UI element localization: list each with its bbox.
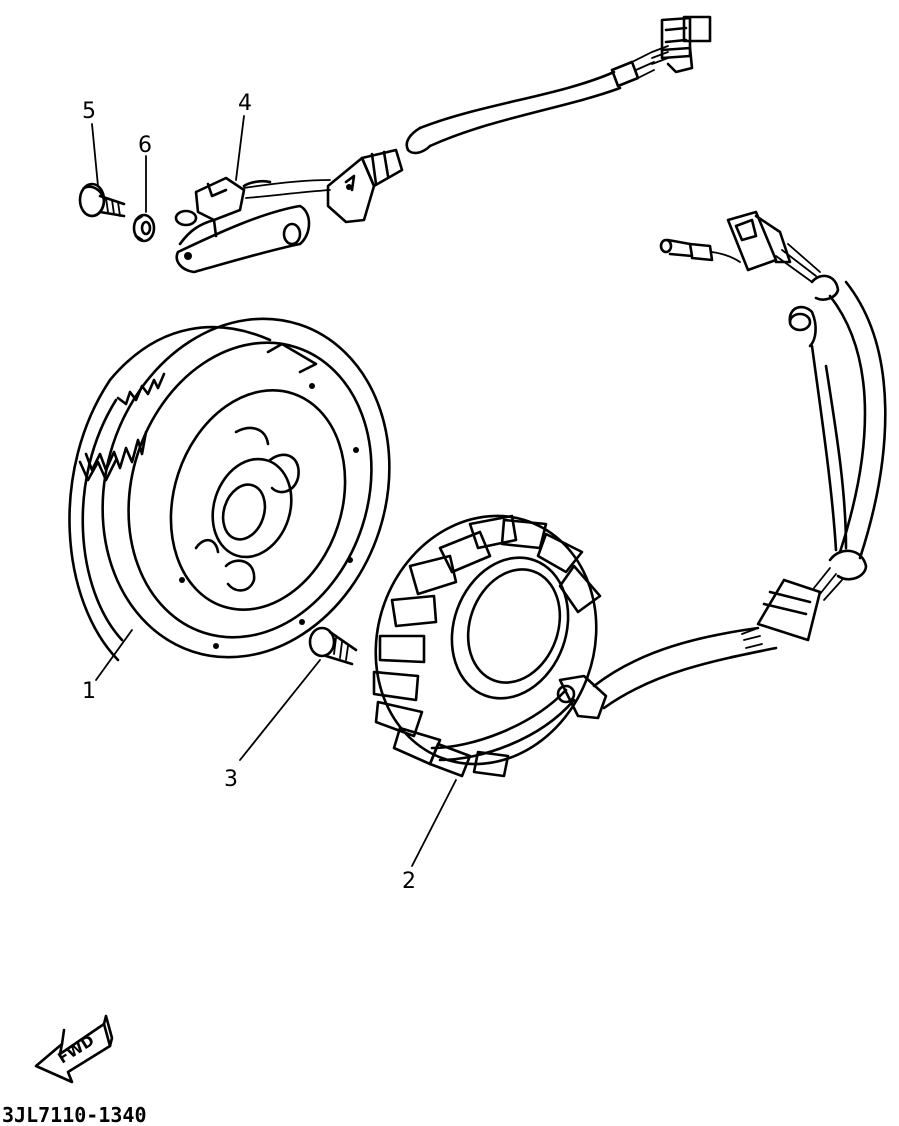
callout-leaders (91, 115, 457, 867)
callout-6: 6 (138, 133, 152, 158)
callout-2: 2 (402, 869, 416, 894)
screw-5 (78, 182, 126, 218)
flywheel-rotor (68, 317, 391, 662)
callout-1: 1 (82, 679, 96, 704)
washer-6 (132, 213, 156, 243)
screw-3 (308, 626, 358, 666)
stator-harness (659, 210, 887, 649)
fwd-label: FWD (55, 1031, 98, 1067)
pickup-coil-assembly (174, 15, 712, 274)
forward-direction-arrow: FWD (34, 1014, 114, 1084)
drawing-code: 3JL7110-1340 (2, 1103, 147, 1126)
callout-4: 4 (238, 91, 252, 116)
callout-5: 5 (82, 99, 96, 124)
callout-3: 3 (224, 767, 238, 792)
stator-coil (372, 514, 778, 778)
